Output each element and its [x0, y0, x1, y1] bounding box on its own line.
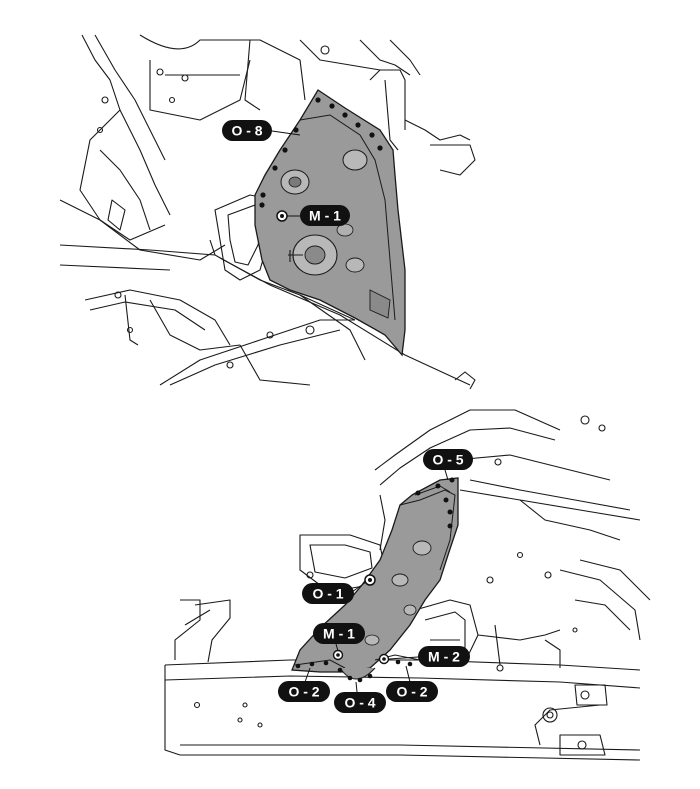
callout-m1-top: M - 1 — [287, 205, 350, 226]
callout-m1-top-text: M - 1 — [309, 208, 341, 224]
callout-o8: O - 8 — [222, 120, 301, 141]
callout-o2-right-bg — [386, 681, 438, 702]
callout-o1: O - 1 — [302, 581, 367, 604]
callout-o4-bg — [334, 692, 386, 713]
callout-m1-bottom-bg — [313, 623, 365, 644]
top-panel-illustration — [59, 34, 476, 390]
callout-m1-bottom: M - 1 — [313, 623, 365, 652]
callout-m2: M - 2 — [388, 646, 470, 667]
callout-o1-text: O - 1 — [312, 586, 343, 602]
callout-m1-top-bg — [300, 205, 350, 226]
callout-o4: O - 4 — [334, 681, 386, 713]
callout-o2-right-text: O - 2 — [396, 684, 427, 700]
callout-o1-bg — [302, 583, 354, 604]
callout-o2-right: O - 2 — [386, 665, 438, 702]
callout-o5-text: O - 5 — [432, 452, 463, 468]
callout-o8-bg — [222, 120, 272, 141]
bottom-panel-illustration — [164, 409, 651, 761]
callout-m1-bottom-text: M - 1 — [323, 626, 355, 642]
callout-o4-text: O - 4 — [344, 695, 375, 711]
callout-o5-bg — [423, 449, 473, 470]
callout-o2-left: O - 2 — [278, 667, 330, 702]
callout-o8-text: O - 8 — [231, 123, 262, 139]
callout-o5: O - 5 — [423, 449, 473, 481]
callout-m2-text: M - 2 — [428, 649, 460, 665]
callout-m2-bg — [418, 646, 470, 667]
callout-o2-left-bg — [278, 681, 330, 702]
callout-o2-left-text: O - 2 — [288, 684, 319, 700]
